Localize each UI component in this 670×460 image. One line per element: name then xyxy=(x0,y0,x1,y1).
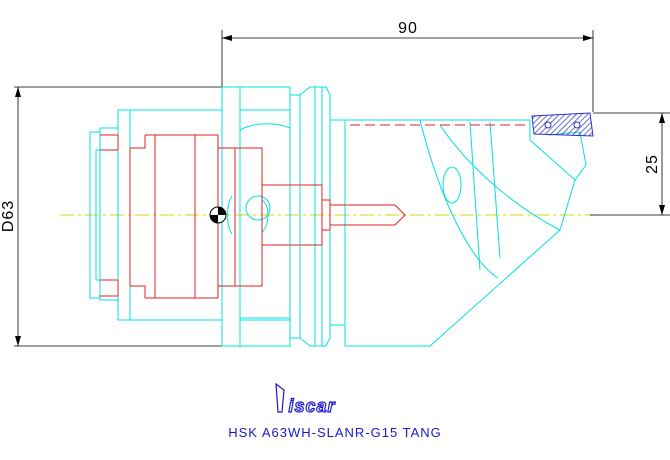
dimension-offset-label: 25 xyxy=(644,154,661,174)
brand-logo: iscar xyxy=(275,382,335,417)
brand-logo-text: iscar xyxy=(288,396,335,416)
cutting-insert xyxy=(531,112,594,137)
part-name-caption: HSK A63WH-SLANR-G15 TANG xyxy=(228,425,442,440)
dimension-length-label: 90 xyxy=(398,20,418,37)
tool-outline xyxy=(89,86,587,347)
hidden-lines xyxy=(100,124,530,299)
dimension-length: 90 xyxy=(221,20,594,112)
dimension-diameter: D63 xyxy=(0,86,222,347)
dimension-diameter-label: D63 xyxy=(0,200,17,232)
dimension-offset: 25 xyxy=(590,112,670,216)
center-mark xyxy=(209,206,227,224)
